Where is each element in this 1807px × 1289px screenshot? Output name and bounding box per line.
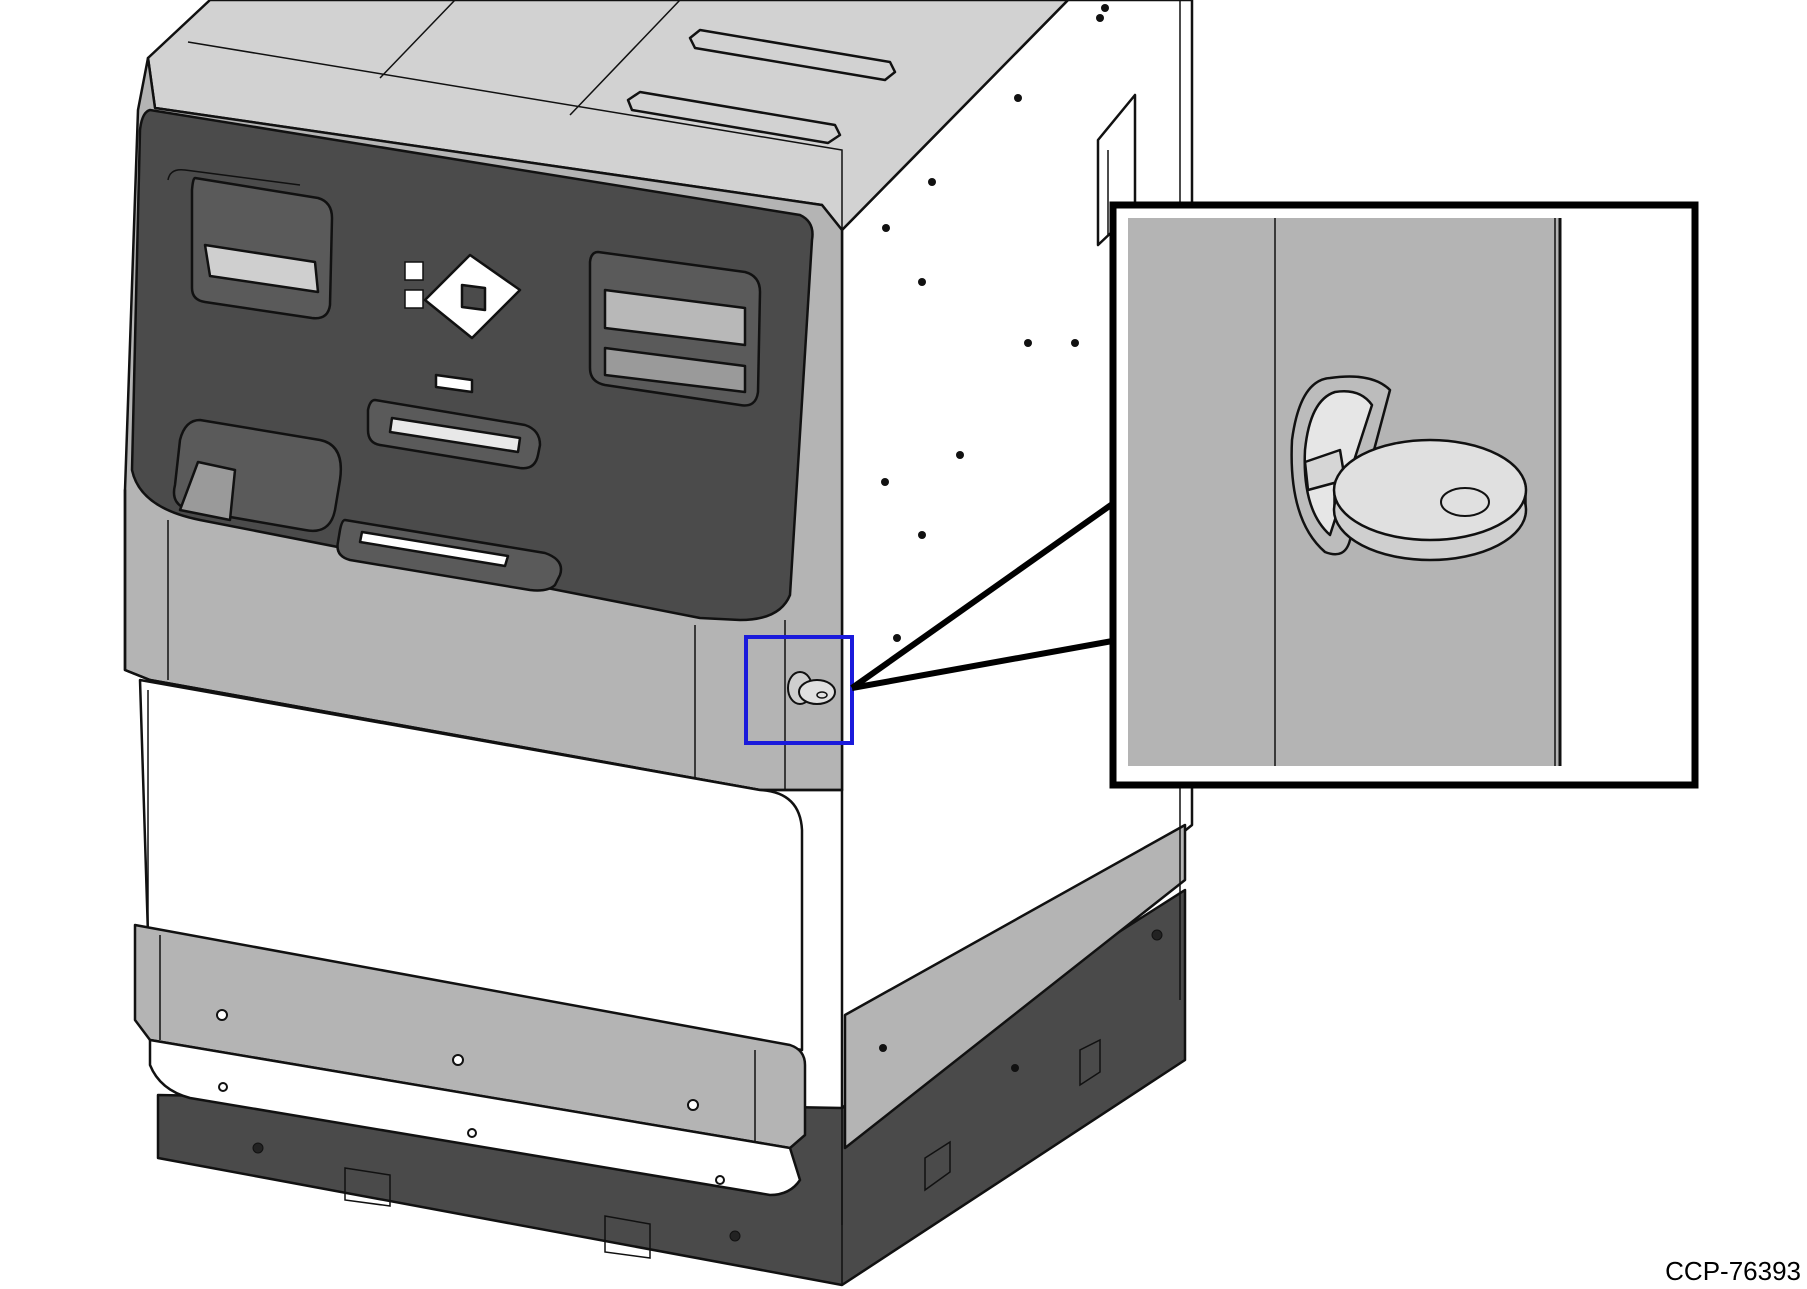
key-lock-highlight [744, 635, 854, 745]
dark-interface-panel [130, 108, 814, 622]
figure-id-label: CCP-76393 [1665, 1256, 1801, 1286]
cabinet-top [146, 0, 1070, 232]
magnified-detail-callout [1109, 201, 1699, 789]
key-lock-icon [787, 671, 836, 705]
cabinet-base [156, 888, 1187, 1287]
kick-panel [133, 790, 843, 1225]
callout-leader [850, 497, 1120, 691]
magnified-key-lock [1290, 375, 1528, 562]
middle-bezel-band [123, 488, 844, 792]
